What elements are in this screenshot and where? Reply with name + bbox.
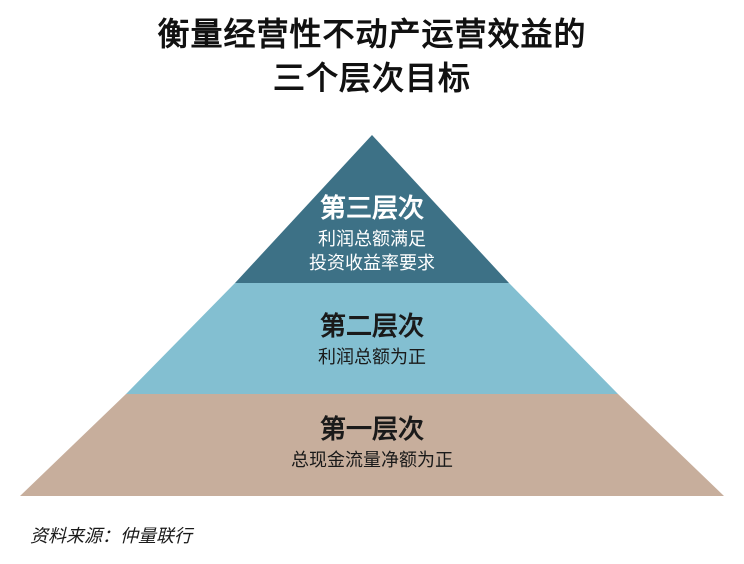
tier-1-segment xyxy=(20,394,724,496)
tier-1-desc-line-1: 总现金流量净额为正 xyxy=(291,450,453,471)
source-note: 资料来源：仲量联行 xyxy=(30,526,192,547)
tier-3-desc-line-2: 投资收益率要求 xyxy=(309,253,435,274)
tier-2-text: 第二层次 利润总额为正 xyxy=(0,311,744,370)
tier-2-segment xyxy=(126,283,618,394)
tier-3-text: 第三层次 利润总额满足 投资收益率要求 xyxy=(0,193,744,276)
tier-2-name: 第二层次 xyxy=(319,312,424,342)
title-line-1: 衡量经营性不动产运营效益的 xyxy=(157,15,587,53)
tier-1-name: 第一层次 xyxy=(319,415,424,445)
tier-3-name: 第三层次 xyxy=(319,194,424,224)
tier-2-desc-line-1: 利润总额为正 xyxy=(318,347,426,368)
tier-3-desc-line-1: 利润总额满足 xyxy=(318,229,426,250)
title-line-2: 三个层次目标 xyxy=(272,59,471,97)
tier-1-text: 第一层次 总现金流量净额为正 xyxy=(0,414,744,473)
tier-3-segment xyxy=(235,135,509,283)
